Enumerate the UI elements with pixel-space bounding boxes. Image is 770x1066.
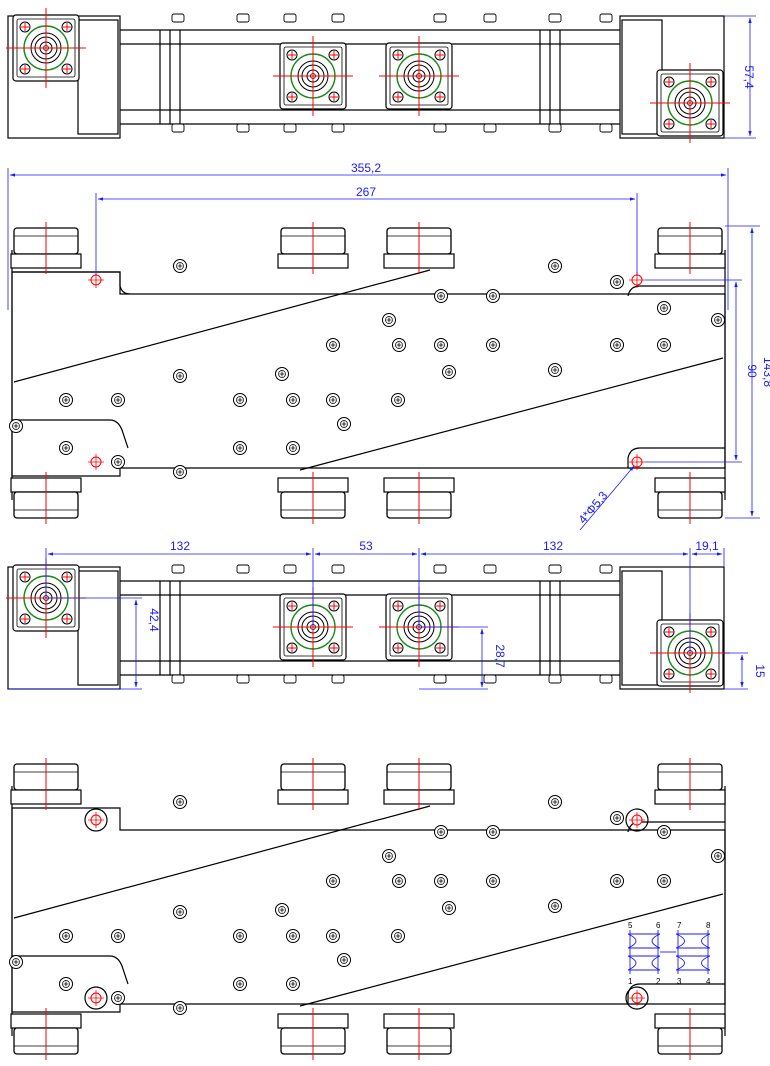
dim-mid-port-height: 28,7 [493,644,507,668]
dim-height-top-view: 57,4 [742,65,756,89]
n-type-connector-icon [272,35,354,117]
screw-icon [9,259,725,479]
port-label-bottom: 1 [628,977,633,986]
dim-left-port-height: 42,4 [147,608,161,632]
port-dimension-view: 132 53 132 19,1 42,4 28,7 15 [5,539,767,694]
n-type-connector-icon [649,62,731,144]
screw-icon [9,795,725,1015]
dim-port-pitch-right: 132 [543,539,563,553]
dim-hole-spacing: 267 [356,185,376,199]
port-label-bottom: 4 [706,977,711,986]
port-label-top: 8 [706,921,711,930]
dim-right-port-height: 15 [753,664,767,678]
dim-hole-height: 90 [745,364,759,378]
port-label-top: 5 [628,921,633,930]
dim-port-pitch-left: 132 [170,539,190,553]
dim-port-pitch-mid: 53 [359,539,373,553]
n-type-connector-icon [378,35,460,117]
front-view: 355,2 267 143,8 90 4*Φ5,3 [7,161,770,531]
port-label-bottom: 2 [656,977,661,986]
n-type-connector-icon [5,7,87,89]
dim-overall-length: 355,2 [351,161,381,175]
bottom-view: 5 6 7 8 1 2 3 4 [9,757,726,1061]
mounting-hole-icon [87,811,646,1007]
port-schematic-icon: 5 6 7 8 1 2 3 4 [627,921,711,986]
dim-overall-width: 143,8 [761,357,770,387]
dim-hole-diameter: 4*Φ5,3 [575,488,610,526]
port-label-top: 6 [656,921,661,930]
dim-end-offset: 19,1 [695,539,719,553]
port-label-bottom: 3 [677,977,682,986]
top-view: 57,4 [5,7,756,144]
port-label-top: 7 [677,921,682,930]
